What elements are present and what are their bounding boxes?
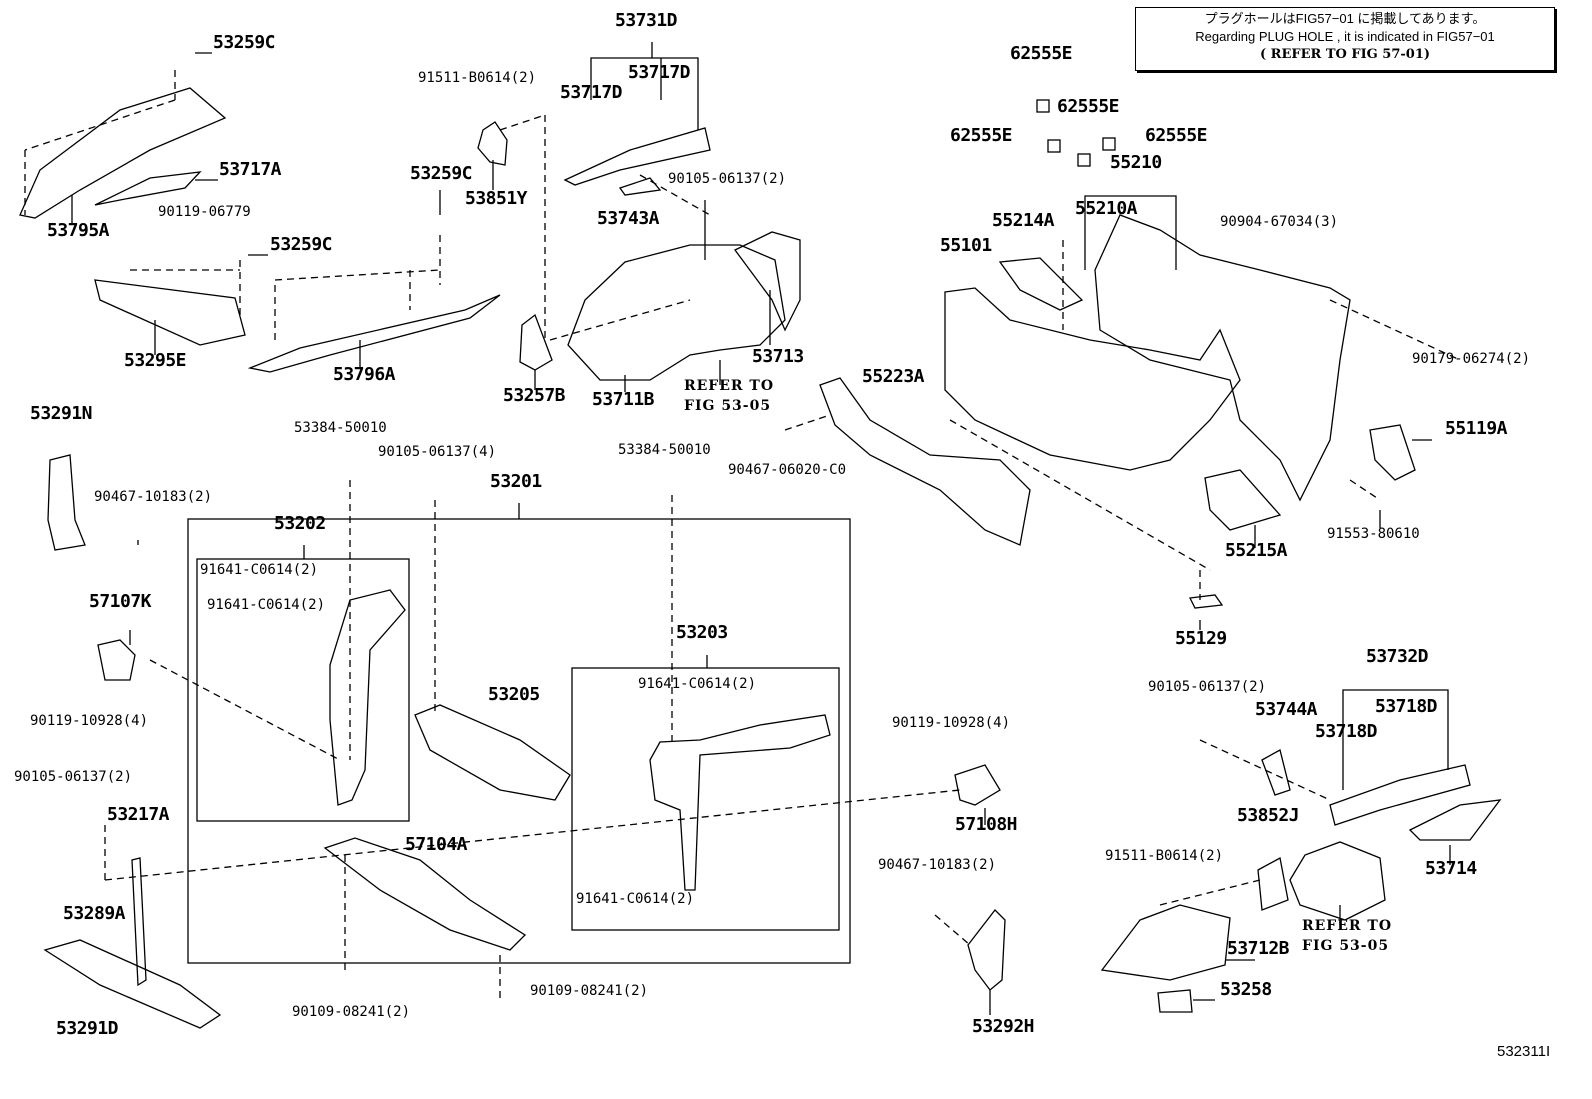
part-number-label[interactable]: 53714 bbox=[1425, 858, 1477, 879]
part-number-label[interactable]: 53203 bbox=[676, 622, 728, 643]
refer-to-figure-label[interactable]: REFER TO bbox=[684, 378, 775, 394]
part-number-label[interactable]: 90179-06274(2) bbox=[1412, 351, 1531, 367]
part-number-label[interactable]: 53711B bbox=[592, 389, 655, 410]
part-number-label[interactable]: 53717D bbox=[560, 82, 623, 103]
part-number-label[interactable]: 91641-C0614(2) bbox=[207, 597, 326, 613]
part-number-label[interactable]: 55101 bbox=[940, 235, 992, 256]
part-number-label[interactable]: 53205 bbox=[488, 684, 540, 705]
bracket-53732D bbox=[1342, 689, 1449, 790]
part-number-label[interactable]: 55223A bbox=[862, 366, 925, 387]
part-number-label[interactable]: 90119-10928(4) bbox=[30, 713, 149, 729]
part-number-label[interactable]: 90105-06137(2) bbox=[1148, 679, 1267, 695]
part-number-label[interactable]: 90904-67034(3) bbox=[1220, 214, 1339, 230]
part-number-label[interactable]: 91641-C0614(2) bbox=[200, 562, 319, 578]
part-number-label[interactable]: 53852J bbox=[1237, 805, 1300, 826]
part-number-label[interactable]: 53384-50010 bbox=[294, 420, 387, 436]
part-number-label[interactable]: 55210 bbox=[1110, 152, 1162, 173]
part-number-label[interactable]: 53259C bbox=[270, 234, 333, 255]
part-number-label[interactable]: 57104A bbox=[405, 834, 468, 855]
part-number-label[interactable]: 55214A bbox=[992, 210, 1055, 231]
part-number-label[interactable]: 90467-06020-C0 bbox=[728, 462, 847, 478]
group-box-53201 bbox=[187, 518, 851, 964]
part-number-label[interactable]: 57108H bbox=[955, 814, 1018, 835]
part-number-label[interactable]: 53259C bbox=[213, 32, 276, 53]
plug-hole-reference-note: プラグホールはFIG57−01 に掲載してあります。 Regarding PLU… bbox=[1135, 7, 1555, 71]
part-number-label[interactable]: 62555E bbox=[950, 125, 1013, 146]
part-number-label[interactable]: 90105-06137(2) bbox=[14, 769, 133, 785]
part-number-label[interactable]: 90105-06137(4) bbox=[378, 444, 497, 460]
part-number-label[interactable]: 90119-06779 bbox=[158, 204, 251, 220]
part-number-label[interactable]: 62555E bbox=[1145, 125, 1208, 146]
note-line-japanese: プラグホールはFIG57−01 に掲載してあります。 bbox=[1204, 11, 1486, 26]
part-number-label[interactable]: 53717A bbox=[219, 159, 282, 180]
part-number-label[interactable]: 53217A bbox=[107, 804, 170, 825]
part-number-label[interactable]: 91511-B0614(2) bbox=[418, 70, 537, 86]
refer-to-figure-label[interactable]: FIG 53-05 bbox=[1302, 938, 1390, 954]
solid-leaders bbox=[71, 52, 1451, 1015]
part-number-label[interactable]: 55215A bbox=[1225, 540, 1288, 561]
part-number-label[interactable]: 90109-08241(2) bbox=[292, 1004, 411, 1020]
part-number-label[interactable]: 55119A bbox=[1445, 418, 1508, 439]
part-number-label[interactable]: 53718D bbox=[1375, 696, 1438, 717]
part-number-label[interactable]: 90119-10928(4) bbox=[892, 715, 1011, 731]
part-number-label[interactable]: 53259C bbox=[410, 163, 473, 184]
part-number-label[interactable]: 53732D bbox=[1366, 646, 1429, 667]
part-number-label[interactable]: 53796A bbox=[333, 364, 396, 385]
part-number-label[interactable]: 53257B bbox=[503, 385, 566, 406]
note-refer-link[interactable]: ( REFER TO FIG 57-01) bbox=[1259, 47, 1431, 62]
part-number-label[interactable]: 57107K bbox=[89, 591, 152, 612]
part-number-label[interactable]: 53743A bbox=[597, 208, 660, 229]
refer-to-figure-label[interactable]: FIG 53-05 bbox=[684, 398, 772, 414]
part-number-label[interactable]: 53712B bbox=[1227, 938, 1290, 959]
part-number-label[interactable]: 53291D bbox=[56, 1018, 119, 1039]
part-number-label[interactable]: 55210A bbox=[1075, 198, 1138, 219]
part-number-label[interactable]: 91641-C0614(2) bbox=[638, 676, 757, 692]
bracket-55210 bbox=[1084, 195, 1177, 270]
part-number-label[interactable]: 90109-08241(2) bbox=[530, 983, 649, 999]
part-number-label[interactable]: 91641-C0614(2) bbox=[576, 891, 695, 907]
part-number-label[interactable]: 53291N bbox=[30, 403, 93, 424]
part-number-label[interactable]: 90467-10183(2) bbox=[94, 489, 213, 505]
bracket-53731D bbox=[590, 57, 699, 130]
refer-to-figure-label[interactable]: REFER TO bbox=[1302, 918, 1393, 934]
part-number-label[interactable]: 53202 bbox=[274, 513, 326, 534]
part-number-label[interactable]: 53201 bbox=[490, 471, 542, 492]
part-number-label[interactable]: 91511-B0614(2) bbox=[1105, 848, 1224, 864]
part-number-label[interactable]: 90105-06137(2) bbox=[668, 171, 787, 187]
part-number-label[interactable]: 53295E bbox=[124, 350, 187, 371]
part-number-label[interactable]: 90467-10183(2) bbox=[878, 857, 997, 873]
figure-id: 532311I bbox=[1497, 1043, 1551, 1060]
part-number-label[interactable]: 53795A bbox=[47, 220, 110, 241]
group-box-53202 bbox=[196, 558, 410, 822]
part-number-label[interactable]: 91553-80610 bbox=[1327, 526, 1420, 542]
part-number-label[interactable]: 53718D bbox=[1315, 721, 1378, 742]
part-number-label[interactable]: 53731D bbox=[615, 10, 678, 31]
part-number-label[interactable]: 55129 bbox=[1175, 628, 1227, 649]
part-number-label[interactable]: 53292H bbox=[972, 1016, 1035, 1037]
part-number-label[interactable]: 53851Y bbox=[465, 188, 528, 209]
part-number-label[interactable]: 62555E bbox=[1010, 43, 1073, 64]
group-box-53203 bbox=[571, 667, 840, 931]
part-number-label[interactable]: 53744A bbox=[1255, 699, 1318, 720]
part-number-label[interactable]: 53289A bbox=[63, 903, 126, 924]
part-number-label[interactable]: 53717D bbox=[628, 62, 691, 83]
part-number-label[interactable]: 62555E bbox=[1057, 96, 1120, 117]
part-number-label[interactable]: 53258 bbox=[1220, 979, 1272, 1000]
dashed-leaders bbox=[24, 70, 1461, 1000]
note-line-english: Regarding PLUG HOLE , it is indicated in… bbox=[1195, 29, 1495, 44]
part-shapes bbox=[19, 87, 1502, 1029]
part-number-label[interactable]: 53384-50010 bbox=[618, 442, 711, 458]
part-number-label[interactable]: 53713 bbox=[752, 346, 804, 367]
